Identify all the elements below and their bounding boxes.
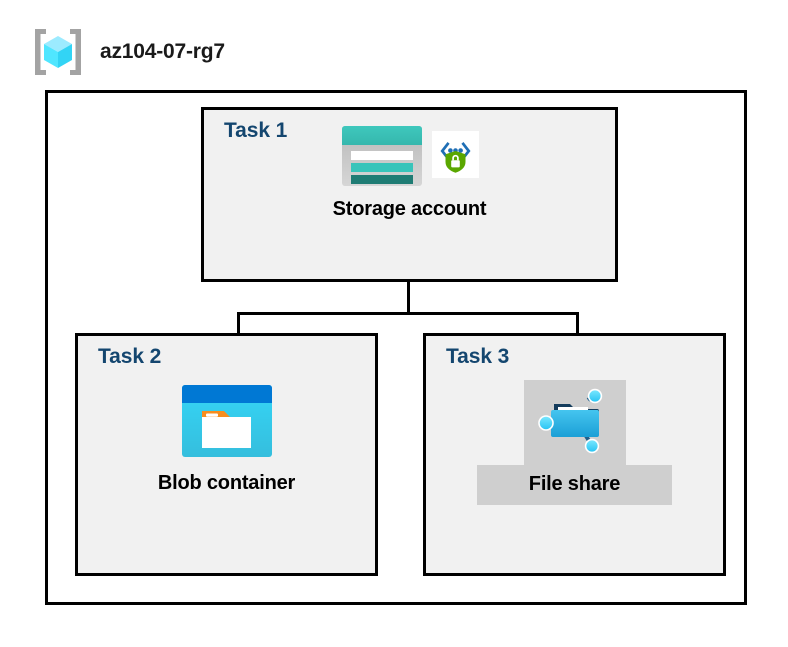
resource-group-icon [35, 29, 81, 75]
task-1-label: Task 1 [224, 119, 288, 142]
task-2-box[interactable]: Task 2 Blob container [75, 333, 378, 576]
blob-container-icon [181, 385, 272, 457]
task-3-box[interactable]: Task 3 [423, 333, 726, 576]
secure-transfer-icon [432, 131, 479, 178]
resource-group-header: az104-07-rg7 [30, 24, 225, 80]
resource-group-container: Task 1 [45, 90, 747, 605]
storage-account-icon [342, 126, 422, 186]
task-1-box[interactable]: Task 1 [201, 107, 618, 282]
file-share-node[interactable]: File share [426, 380, 723, 505]
page-title: az104-07-rg7 [100, 40, 225, 63]
file-share-selection-highlight [523, 380, 626, 465]
blob-container-node[interactable]: Blob container [78, 384, 375, 495]
storage-account-caption: Storage account [332, 198, 487, 220]
file-share-icon [537, 388, 602, 454]
storage-account-node[interactable]: Storage account [204, 124, 615, 221]
connector-branch-bar [237, 312, 579, 315]
file-share-caption: File share [476, 465, 673, 505]
task-3-label: Task 3 [446, 345, 510, 368]
storage-account-icon-row [340, 124, 479, 188]
task-2-label: Task 2 [98, 345, 162, 368]
blob-container-caption: Blob container [157, 472, 296, 494]
connector-storage-to-branch [407, 282, 410, 314]
